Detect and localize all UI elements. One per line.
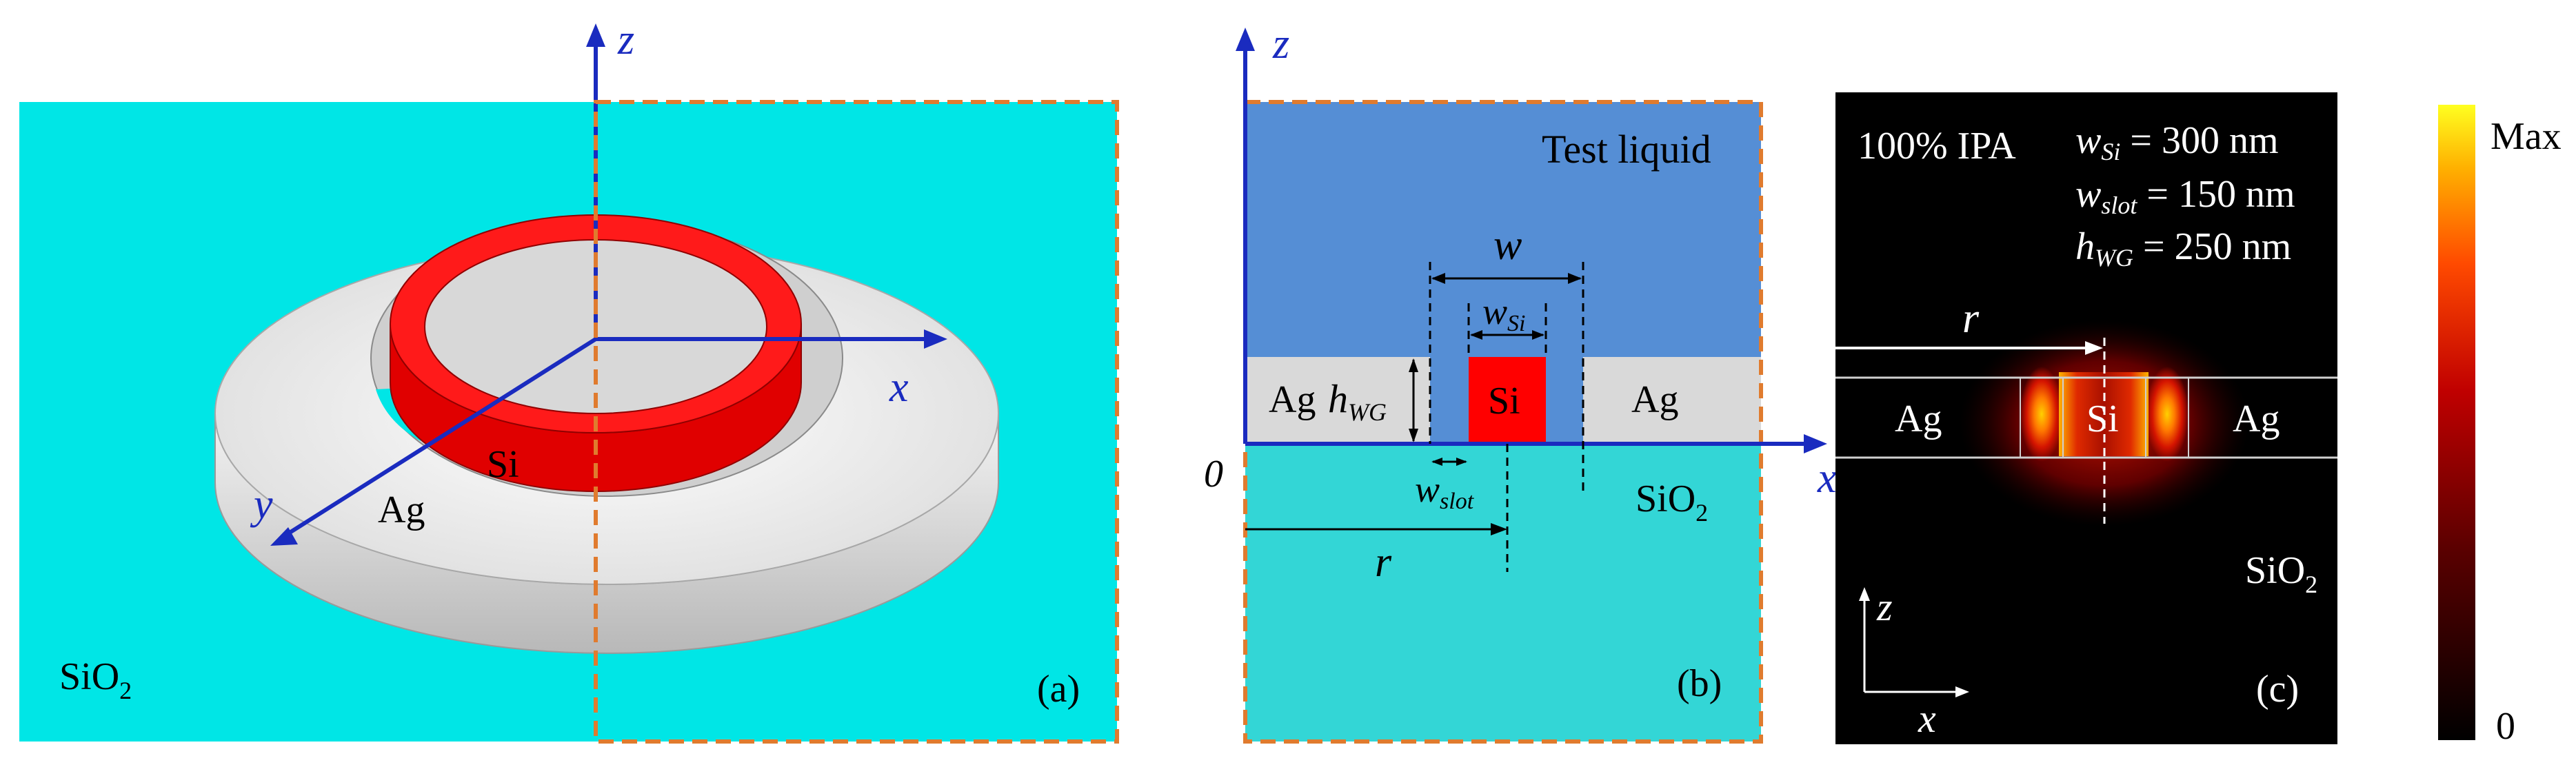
cross-section-dashed-box-a [594,100,1119,744]
dim-wsi-arrow-left [1470,330,1482,340]
axis-z-label-c: z [1876,584,1893,629]
slot-right-b [1546,357,1583,444]
axis-x-label-a: x [889,364,909,411]
label-ag-right-c: Ag [2233,398,2280,440]
dim-w-arrow-right [1568,273,1582,284]
panel-c-field-map: r 100% IPA wSi = 300 nm wslot = 150 nm h… [1835,92,2337,744]
colorbar: Max 0 [2438,105,2562,748]
origin-label-b: 0 [1204,453,1223,495]
colorbar-gradient [2438,105,2475,740]
slot-left-b [1430,357,1469,444]
dim-hwg-arrow-bottom [1409,429,1418,442]
label-si-b: Si [1488,380,1520,422]
dim-wsi-arrow-right [1532,330,1544,340]
label-sio2-a: SiO2 [59,655,132,704]
dim-wslot-arrow-right [1456,458,1467,466]
label-r-b: r [1375,539,1392,586]
axis-z-label-a: z [617,17,634,63]
axis-x-label-c: x [1918,696,1936,741]
label-ag-left-b: Ag [1269,378,1316,421]
axis-z-arrowhead-c [1859,587,1870,601]
label-ag-left-c: Ag [1895,398,1942,440]
axis-z-arrowhead-a [586,23,605,47]
label-ipa: 100% IPA [1858,125,2016,167]
dim-wslot-arrow-left [1431,458,1442,466]
dim-r-arrow [1491,523,1507,535]
label-wsi-b: wSi [1482,291,1525,336]
label-sio2-c: SiO2 [2245,549,2317,598]
sio2-region-b [1245,444,1761,742]
label-test-liquid: Test liquid [1542,127,1711,172]
label-hwg-b: hWG [1328,376,1387,426]
label-sio2-b: SiO2 [1636,478,1708,526]
dim-hwg-arrow-top [1409,358,1418,372]
param-wsi: wSi = 300 nm [2075,119,2279,165]
label-ag-right-b: Ag [1631,378,1678,421]
axis-x-arrowhead-b [1804,434,1827,453]
label-wslot-b: wslot [1415,469,1475,514]
label-si-a: Si [487,443,519,486]
axis-y-arrowhead-a [270,527,298,546]
axis-y-label-a: y [250,481,273,528]
r-arrow-head-c [2085,341,2103,355]
axis-y-line-a [283,337,597,538]
axis-x-arrowhead-c [1955,686,1969,697]
dim-w-arrow-left [1431,273,1445,284]
axis-z-label-b: z [1272,21,1289,68]
colorbar-min-label: 0 [2496,705,2515,748]
label-ag-a: Ag [378,489,425,531]
dashed-box-b [1243,100,1763,744]
si-core-b [1469,357,1546,444]
label-r-c: r [1962,295,1980,342]
label-si-c: Si [2086,398,2119,440]
panel-tag-b: (b) [1677,662,1722,705]
test-liquid-region [1245,102,1761,357]
axis-z-arrowhead-b [1236,28,1255,51]
panel-a-3d-ring: z x y Si Ag SiO2 (a) [19,17,1119,744]
param-wslot: wslot = 150 nm [2075,173,2295,219]
panel-tag-a: (a) [1037,668,1080,710]
slot-hotspot-left [2020,367,2063,462]
axis-x-arrowhead-a [924,329,947,349]
label-w: w [1493,222,1522,269]
panel-tag-c: (c) [2256,668,2299,710]
param-hwg: hWG = 250 nm [2075,225,2291,272]
slot-hotspot-right [2146,367,2188,462]
axis-x-label-b: x [1817,455,1837,502]
panel-b-cross-section: z x 0 Test liquid w wSi Ag hWG Si Ag wsl… [1204,21,1837,744]
colorbar-max-label: Max [2491,115,2562,158]
